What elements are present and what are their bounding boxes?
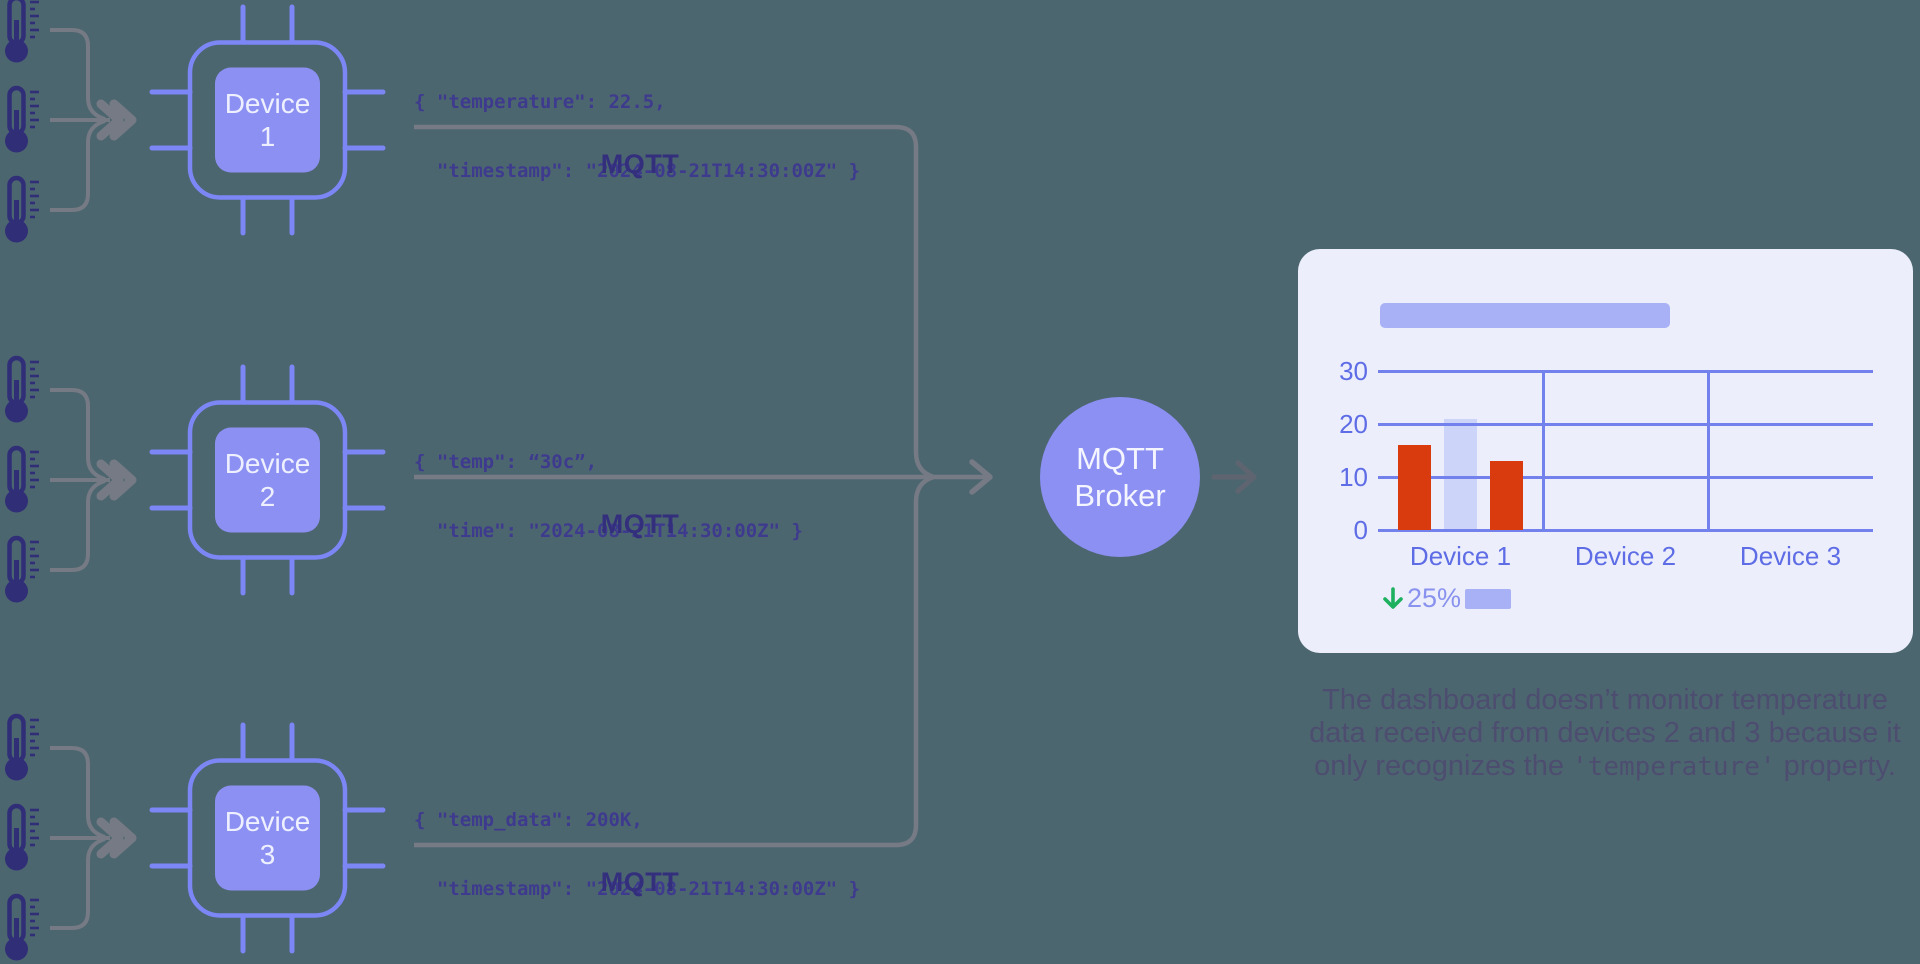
mqtt-broker-circle (1040, 397, 1200, 557)
device-2-group (5, 358, 383, 603)
device-3-mqtt-line (414, 474, 935, 848)
grid-line-y-30 (1378, 369, 1873, 373)
trend-percentage: 25% (1407, 583, 1462, 613)
device-3-protocol-label: MQTT (600, 867, 680, 897)
y-tick-label: 20 (1339, 409, 1368, 439)
caption-line-3: only recognizes the 'temperature' proper… (1314, 750, 1896, 782)
caption-text: The dashboard doesn’t monitor temperatur… (1281, 684, 1920, 784)
device-2-label: Device 2 (224, 447, 311, 512)
device-2-protocol-label: MQTT (600, 509, 680, 539)
x-tick-label: Device 3 (1739, 541, 1842, 571)
bar-device-1-reading-3 (1490, 461, 1523, 530)
x-tick-label: Device 1 (1409, 541, 1512, 571)
device-1-group (5, 0, 383, 243)
grid-line-x (1541, 371, 1545, 530)
chart-y-axis-labels: 0 10 20 30 (1306, 356, 1368, 545)
y-tick-label: 10 (1339, 462, 1368, 492)
grid-line-x (1706, 371, 1710, 530)
chart-x-axis-labels: Device 1 Device 2 Device 3 (1378, 541, 1873, 571)
bus-arrow-icon (969, 459, 993, 495)
device-3-group (5, 716, 383, 961)
mqtt-bus-connector (414, 124, 993, 848)
down-arrow-icon (1383, 586, 1403, 609)
caption-code-token: 'temperature' (1572, 752, 1776, 782)
caption-line-2: data received from devices 2 and 3 becau… (1309, 717, 1901, 749)
dashboard-card: 0 10 20 30 Device 1 Device 2 Device 3 25% (1298, 249, 1913, 653)
device-1-mqtt-line (414, 124, 935, 480)
grid-line-y-0 (1378, 528, 1873, 532)
device-1-label: Device 1 (224, 87, 311, 152)
bar-chart-plot (1378, 369, 1873, 532)
y-tick-label: 30 (1339, 356, 1368, 386)
grid-line-y-10 (1378, 475, 1873, 479)
device-3-label: Device 3 (224, 805, 311, 870)
grid-line-y-20 (1378, 422, 1873, 426)
chart-title-placeholder-bar (1380, 303, 1670, 328)
device-2-payload: { "temp": “30c”, "time": "2024-08-21T14:… (414, 451, 803, 542)
caption-line-1: The dashboard doesn’t monitor temperatur… (1322, 684, 1888, 716)
broker-to-dashboard-arrow-icon (1211, 460, 1257, 494)
bar-device-1-reading-1 (1398, 445, 1431, 530)
device-1-protocol-label: MQTT (600, 149, 680, 179)
x-tick-label: Device 2 (1574, 541, 1677, 571)
y-tick-label: 0 (1353, 515, 1368, 545)
trend-indicator: 25% (1381, 583, 1512, 614)
mqtt-broker-label: MQTT Broker (1074, 441, 1166, 513)
trend-placeholder-bar (1465, 588, 1512, 609)
device-3-payload: { "temp_data": 200K, "timestamp": "2024-… (414, 809, 861, 900)
bar-device-1-reading-2 (1444, 418, 1477, 530)
device-1-payload: { "temperature": 22.5, "timestamp": "202… (414, 91, 861, 182)
